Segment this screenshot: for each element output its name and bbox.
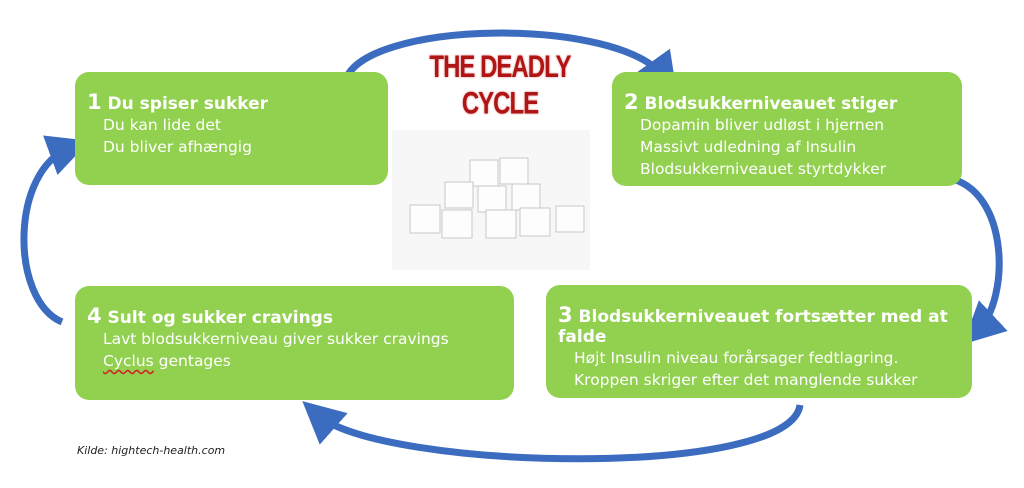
step-line: Blodsukkerniveauet styrtdykker bbox=[640, 160, 886, 178]
sugar-cubes-image bbox=[392, 130, 590, 270]
step-line: Massivt udledning af Insulin bbox=[640, 138, 857, 156]
step-heading: 4 Sult og sukker cravings bbox=[87, 304, 333, 328]
step-3-box: 3 Blodsukkerniveauet fortsætter med at f… bbox=[546, 285, 972, 398]
step-heading: 1 Du spiser sukker bbox=[87, 90, 269, 114]
arrow-4-to-1 bbox=[20, 135, 90, 326]
arrow-3-to-4 bbox=[302, 401, 804, 463]
step-2-box: 2 Blodsukkerniveauet stiger Dopamin bliv… bbox=[612, 72, 962, 186]
arrow-2-to-3 bbox=[947, 174, 1008, 345]
step-line: Kroppen skriger efter det manglende sukk… bbox=[574, 371, 918, 389]
diagram-title: THE DEADLY CYCLE bbox=[429, 49, 571, 122]
step-1-box: 1 Du spiser sukker Du kan lide det Du bl… bbox=[75, 72, 388, 185]
step-heading: 3 Blodsukkerniveauet fortsætter med at f… bbox=[558, 303, 948, 347]
step-line: Dopamin bliver udløst i hjernen bbox=[640, 116, 885, 134]
step-line: Cyclus gentages bbox=[103, 352, 231, 370]
step-line: Højt Insulin niveau forårsager fedtlagri… bbox=[574, 349, 899, 367]
source-caption: Kilde: hightech-health.com bbox=[77, 444, 226, 457]
step-line: Du bliver afhængig bbox=[103, 138, 252, 156]
step-heading: 2 Blodsukkerniveauet stiger bbox=[624, 90, 898, 114]
arrow-1-to-2 bbox=[341, 29, 678, 96]
step-4-box: 4 Sult og sukker cravings Lavt blodsukke… bbox=[75, 286, 514, 400]
step-line: Du kan lide det bbox=[103, 116, 222, 134]
step-line: Lavt blodsukkerniveau giver sukker cravi… bbox=[103, 330, 449, 348]
